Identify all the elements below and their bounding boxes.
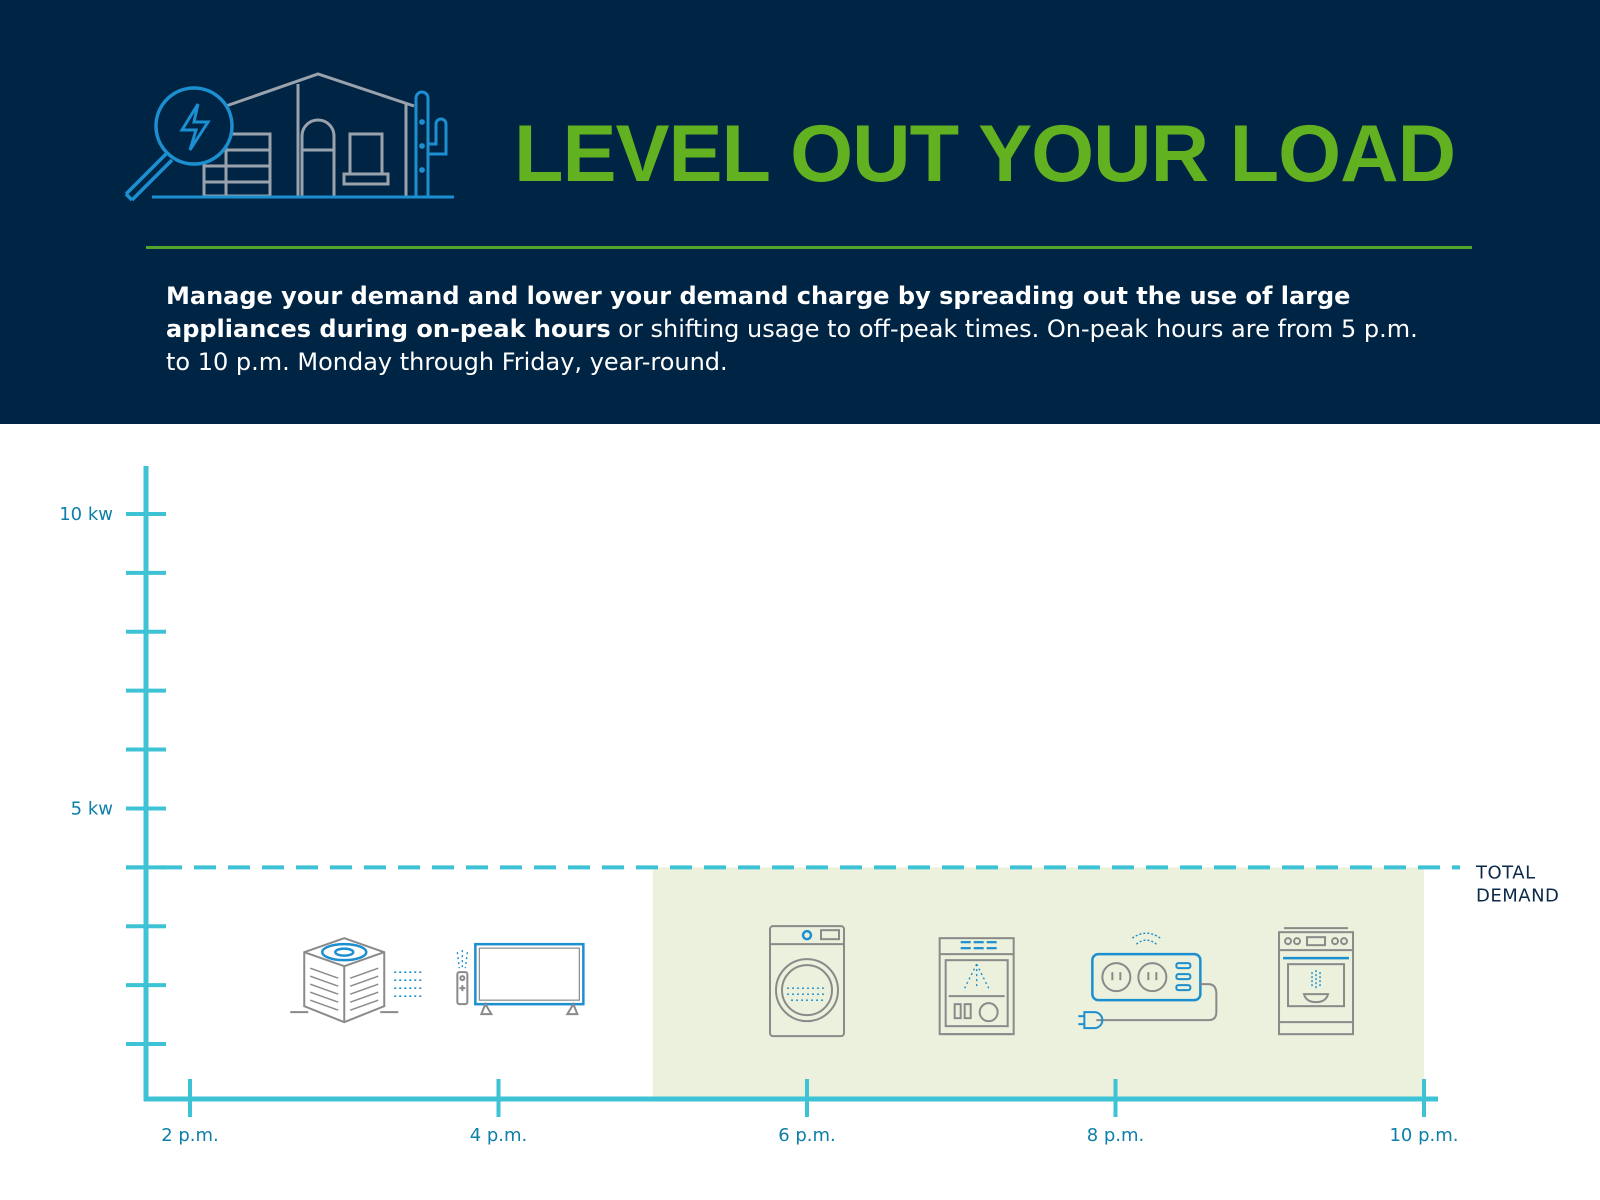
x-tick-label: 2 p.m. — [161, 1125, 219, 1146]
y-tick-label: 10 kw — [59, 504, 113, 525]
on-peak-shaded-region — [652, 867, 1424, 1099]
x-tick-label: 8 p.m. — [1087, 1125, 1145, 1146]
air-conditioner-icon — [290, 937, 425, 1024]
intro-paragraph: Manage your demand and lower your demand… — [166, 280, 1426, 379]
power-strip-icon — [1078, 932, 1218, 1030]
y-tick-label: 5 kw — [71, 798, 113, 819]
page-title: LEVEL OUT YOUR LOAD — [514, 109, 1456, 199]
x-tick-label: 4 p.m. — [470, 1125, 528, 1146]
header-divider — [146, 246, 1472, 249]
dishwasher-icon — [938, 937, 1015, 1036]
x-tick-label: 6 p.m. — [778, 1125, 836, 1146]
house-magnifier-lightning-icon — [124, 72, 454, 202]
total-demand-label-line-1: TOTAL — [1475, 862, 1536, 883]
demand-chart: TOTAL DEMAND 10 kw 5 kw 2 p.m. 4 p.m. 6 p.m… — [59, 466, 1559, 1146]
total-demand-label-line-2: DEMAND — [1476, 885, 1559, 906]
television-icon — [456, 942, 585, 1016]
total-demand-label: TOTAL DEMAND — [1475, 862, 1559, 906]
header-banner: LEVEL OUT YOUR LOAD Manage your demand a… — [0, 0, 1600, 424]
washing-machine-icon — [769, 925, 845, 1038]
oven-range-icon — [1278, 927, 1355, 1036]
x-tick-label: 10 p.m. — [1389, 1125, 1458, 1146]
intro-regular-text: or shifting usage to off-peak times. On-… — [166, 315, 1418, 376]
intro-bold-text: Manage your demand and lower your demand… — [166, 282, 1351, 343]
